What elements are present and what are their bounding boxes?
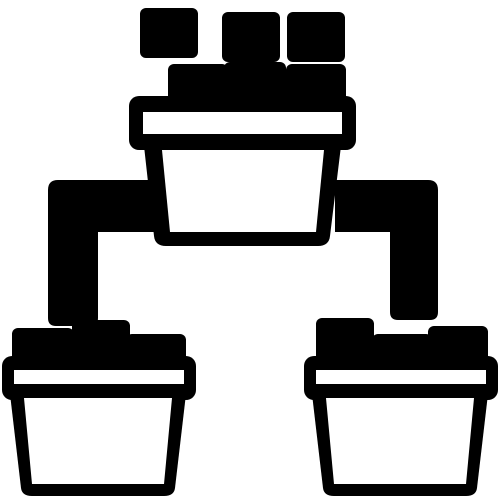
right-basket <box>304 318 498 496</box>
block <box>222 12 280 62</box>
top-basket <box>129 62 356 246</box>
basket-inner <box>326 398 474 484</box>
left-basket <box>2 320 196 496</box>
block <box>140 8 198 58</box>
basket-inner <box>162 150 324 232</box>
rim-highlight <box>316 370 486 384</box>
falling-blocks <box>140 8 345 62</box>
connector-pipes <box>48 180 438 326</box>
rim-highlight <box>14 370 184 384</box>
right-pipe <box>335 180 438 320</box>
basket-inner <box>24 398 172 484</box>
block <box>287 12 345 62</box>
left-pipe <box>48 180 165 326</box>
rim-highlight <box>143 112 342 134</box>
